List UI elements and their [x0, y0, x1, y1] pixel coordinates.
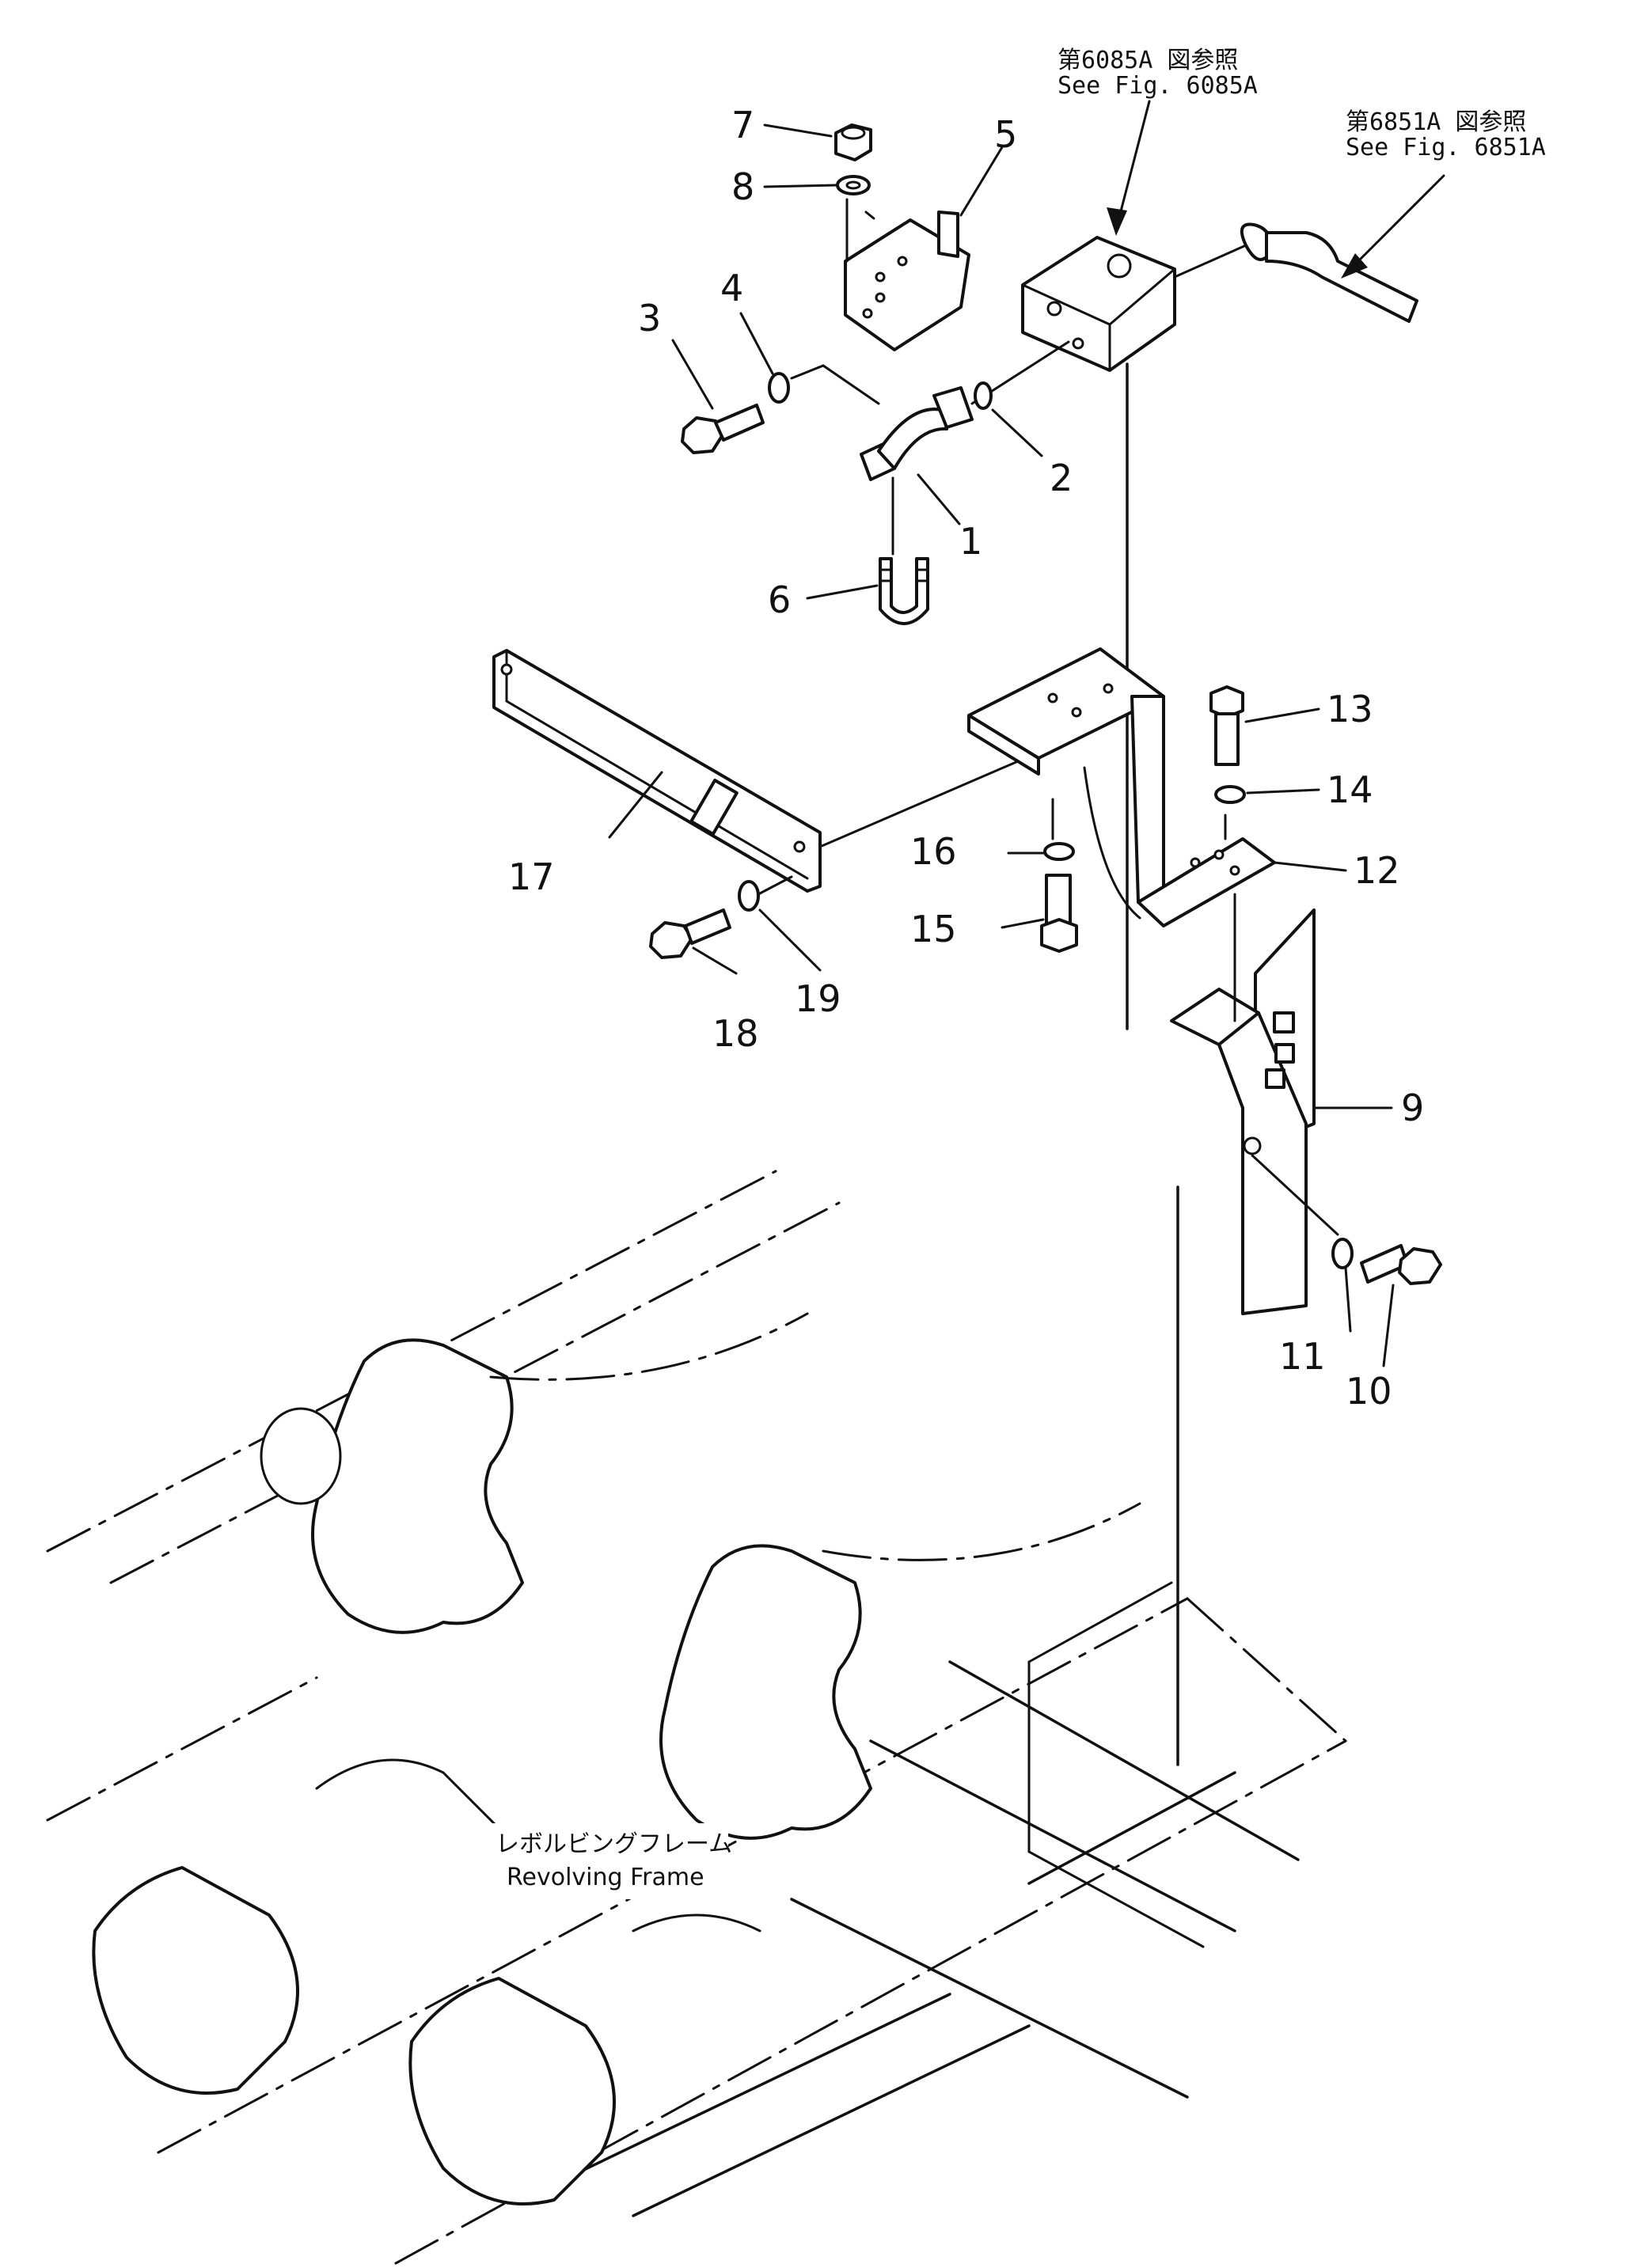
frame-label-en: Revolving Frame [507, 1864, 704, 1891]
callout-9: 9 [1401, 1087, 1424, 1129]
pipe-assembly [1173, 222, 1418, 323]
part-18-bolt [649, 908, 731, 959]
part-4-washer [768, 372, 790, 404]
part-15-bolt [1040, 874, 1078, 953]
callout-numbers: 1 2 3 4 5 6 7 8 9 10 11 12 13 14 15 16 1… [508, 104, 1424, 1413]
callout-10: 10 [1346, 1370, 1392, 1413]
part-10-bolt [1360, 1244, 1442, 1285]
part-16-washer [1043, 842, 1075, 861]
callout-18: 18 [712, 1012, 759, 1055]
ref-6085a-en: See Fig. 6085A [1058, 72, 1258, 100]
guide-line [818, 755, 1031, 848]
callout-17: 17 [508, 855, 555, 898]
part-6-u-bolt [879, 557, 929, 625]
part-7-nut [834, 123, 872, 161]
part-17-long-bracket [492, 649, 822, 893]
part-11-washer [1331, 1238, 1354, 1269]
callout-11: 11 [1279, 1335, 1326, 1378]
part-19-washer [738, 880, 760, 912]
valve-block [1021, 236, 1176, 372]
callout-2: 2 [1050, 457, 1073, 499]
reference-labels: 第6085A 図参照 See Fig. 6085A 第6851A 図参照 See… [1058, 47, 1546, 161]
callout-19: 19 [795, 977, 841, 1020]
callout-8: 8 [731, 165, 754, 208]
callout-4: 4 [720, 267, 743, 309]
frame-label: レボルビングフレーム Revolving Frame [475, 1823, 732, 1899]
part-13-bolt [1209, 685, 1244, 766]
callout-13: 13 [1327, 688, 1373, 730]
guide-line [864, 210, 875, 220]
callout-14: 14 [1327, 768, 1373, 811]
reference-arrows [1107, 100, 1445, 279]
callout-7: 7 [731, 104, 754, 146]
part-3-bolt [681, 404, 765, 454]
ref-6851a-en: See Fig. 6851A [1346, 134, 1546, 161]
callout-6: 6 [768, 578, 791, 621]
part-5-plate [844, 210, 970, 351]
guide-line [757, 875, 793, 896]
guide-line [1251, 1154, 1339, 1236]
callout-3: 3 [638, 297, 661, 339]
leader-lines [608, 123, 1395, 1367]
callout-15: 15 [910, 908, 957, 950]
part-12-main-bracket [967, 647, 1276, 927]
part-1-hose [860, 386, 974, 481]
ref-6851a-jp: 第6851A 図参照 [1346, 108, 1526, 136]
callout-16: 16 [910, 830, 957, 873]
callout-1: 1 [959, 520, 982, 563]
callout-12: 12 [1354, 849, 1400, 892]
part-9-vertical-bracket [1170, 908, 1316, 1315]
ref-6085a-jp: 第6085A 図参照 [1058, 47, 1238, 74]
guide-line [790, 364, 880, 405]
revolving-frame [46, 1170, 1347, 2265]
part-14-washer [1214, 785, 1246, 804]
frame-label-jp: レボルビングフレーム [496, 1830, 732, 1858]
part-2-o-ring [974, 381, 993, 410]
callout-5: 5 [994, 113, 1017, 156]
